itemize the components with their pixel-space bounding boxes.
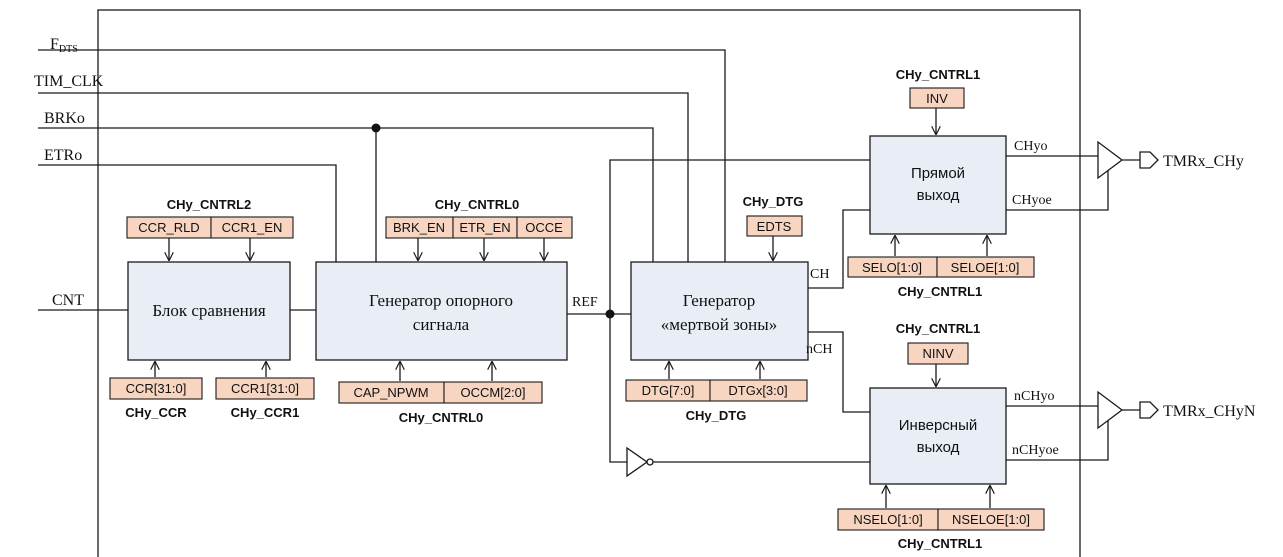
- nch-wire: [808, 331, 870, 413]
- ccr1-text: CCR1[31:0]: [231, 381, 299, 396]
- ch-label: CH: [810, 267, 829, 282]
- register-field-dtgx: [709, 379, 808, 402]
- ccr-rld-text: CCR_RLD: [138, 220, 199, 235]
- nselo-text: NSELO[1:0]: [853, 512, 922, 527]
- etr-en-text: ETR_EN: [459, 220, 510, 235]
- outer-frame: [97, 9, 1081, 557]
- brk-junction-dot: [371, 123, 381, 133]
- chyo-label: CHyo: [1014, 139, 1047, 154]
- brk-en-text: BRK_EN: [393, 220, 445, 235]
- ccr1-register-label: CHy_CCR1: [231, 405, 300, 420]
- tmr-chy-output-label: TMRx_CHy: [1163, 153, 1244, 170]
- register-field-ccr: [109, 377, 203, 400]
- tmr-chyn-output-label: TMRx_CHyN: [1163, 403, 1256, 420]
- dtg-bottom-register-label: CHy_DTG: [686, 408, 747, 423]
- sel-register-label: CHy_CNTRL1: [898, 284, 983, 299]
- nsel-register-label: CHy_CNTRL1: [898, 536, 983, 551]
- cntrl0-top-register-label: CHy_CNTRL0: [435, 197, 520, 212]
- inv-text: INV: [926, 91, 948, 106]
- etr-label: ETRo: [44, 147, 82, 164]
- reference-generator-block: [315, 261, 568, 361]
- ccr1-en-text: CCR1_EN: [222, 220, 283, 235]
- inverter-bubble: [646, 458, 654, 466]
- brk-label: BRKo: [44, 110, 85, 127]
- nchyo-label: nCHyo: [1014, 389, 1054, 404]
- dtgx-text: DTGx[3:0]: [728, 383, 787, 398]
- cap-npwm-text: CAP_NPWM: [353, 385, 428, 400]
- inverse-output-wires: [1006, 390, 1159, 461]
- register-field-occe: [516, 216, 573, 239]
- ref-to-inverter-wire: [609, 314, 627, 463]
- cntrl0-bottom-register-label: CHy_CNTRL0: [399, 410, 484, 425]
- direct-output-block: [869, 135, 1007, 235]
- register-field-ninv: [907, 342, 969, 365]
- ref-to-direct-wire: [609, 159, 870, 314]
- deadzone-label-line2: «мертвой зоны»: [661, 315, 777, 334]
- inverse-label-line2: выход: [917, 439, 960, 456]
- register-field-edts: [746, 215, 803, 237]
- fdts-label: FDTS: [50, 36, 78, 55]
- direct-label-line1: Прямой: [911, 165, 965, 182]
- direct-output-wires: [1006, 140, 1159, 211]
- inverse-output-block: [869, 387, 1007, 485]
- dtg-text: DTG[7:0]: [642, 383, 695, 398]
- register-field-ccr1-en: [210, 216, 294, 239]
- tim-clk-label: TIM_CLK: [34, 73, 104, 90]
- compare-block-label: Блок сравнения: [152, 301, 265, 320]
- nch-label: nCH: [806, 342, 832, 357]
- refgen-label-line2: сигнала: [413, 315, 470, 334]
- dtg-top-register-label: CHy_DTG: [743, 194, 804, 209]
- register-field-nseloe: [937, 508, 1045, 531]
- ch-wire: [808, 209, 870, 289]
- register-field-seloe: [936, 256, 1035, 278]
- seloe-text: SELOE[1:0]: [951, 260, 1020, 275]
- inverter-symbol: [626, 446, 649, 478]
- input-wires: [38, 49, 726, 315]
- register-field-inv: [909, 87, 965, 109]
- register-arrows: [155, 108, 990, 508]
- ref-label: REF: [572, 295, 598, 310]
- ninv-text: NINV: [922, 346, 953, 361]
- cntrl2-register-label: CHy_CNTRL2: [167, 197, 252, 212]
- direct-label-line2: выход: [917, 187, 960, 204]
- compare-block: [127, 261, 291, 361]
- nchyoe-label: nCHyoe: [1012, 443, 1059, 458]
- register-field-ccr1: [215, 377, 315, 400]
- refgen-label-line1: Генератор опорного: [369, 291, 513, 310]
- occm-text: OCCM[2:0]: [460, 385, 525, 400]
- inverse-label-line1: Инверсный: [899, 417, 978, 434]
- ninv-register-label: CHy_CNTRL1: [896, 321, 981, 336]
- dead-zone-generator-block: [630, 261, 809, 361]
- chyoe-label: CHyoe: [1012, 193, 1052, 208]
- deadzone-label-line1: Генератор: [683, 291, 756, 310]
- register-field-occm: [443, 381, 543, 404]
- selo-text: SELO[1:0]: [862, 260, 922, 275]
- inv-register-label: CHy_CNTRL1: [896, 67, 981, 82]
- occe-text: OCCE: [525, 220, 563, 235]
- edts-text: EDTS: [757, 219, 792, 234]
- nseloe-text: NSELOE[1:0]: [952, 512, 1030, 527]
- cnt-label: CNT: [52, 292, 84, 309]
- ccr-register-label: CHy_CCR: [125, 405, 187, 420]
- ccr-text: CCR[31:0]: [126, 381, 187, 396]
